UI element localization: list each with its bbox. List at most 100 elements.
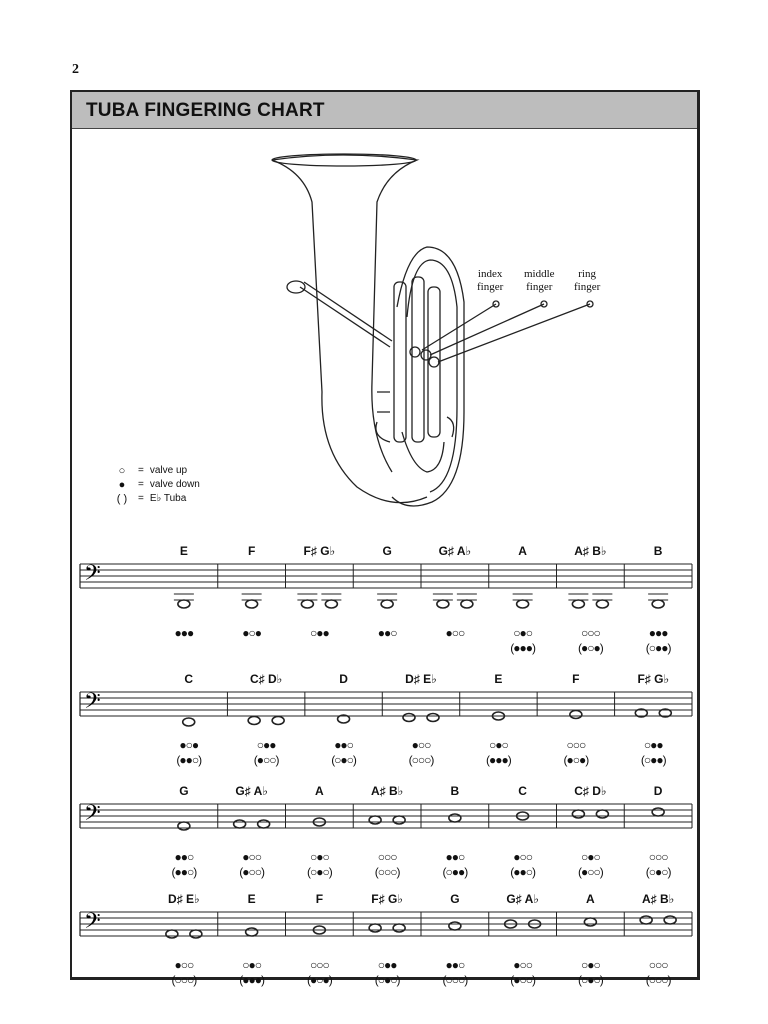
bb-fingering: ●●○ — [445, 850, 466, 864]
fingering: ○○○(○●○) — [645, 850, 672, 880]
whole-note — [595, 599, 610, 609]
fingering: ●○●(●●○) — [176, 738, 202, 768]
eb-fingering: (○●●) — [442, 865, 469, 879]
valve-down-icon: ● — [118, 479, 126, 491]
legend-text: valve down — [149, 479, 200, 490]
whole-note — [503, 919, 518, 929]
note-name: D♯ E♭ — [405, 672, 437, 686]
fingering: ●○○(○○○) — [409, 738, 435, 768]
note-name: F — [247, 544, 256, 558]
whole-note — [571, 809, 586, 819]
eb-fingering: (●○○) — [253, 753, 280, 767]
whole-note — [448, 813, 462, 823]
bb-fingering: ●●○ — [377, 626, 398, 640]
bb-fingering: ○○○ — [648, 850, 669, 864]
staff-lines: 𝄢𝄢𝄢𝄢 — [79, 561, 693, 939]
fingering: ●○○(●○○) — [239, 850, 265, 880]
fingering: ●○○ — [446, 626, 466, 641]
eb-fingering: (●○○) — [578, 865, 604, 879]
legend-eb-tuba: ( ) = E♭ Tuba — [112, 492, 200, 506]
eb-fingering: (●○●) — [307, 973, 333, 987]
whole-note — [312, 925, 327, 935]
bb-fingering: ○●● — [256, 738, 277, 752]
eb-fingering: (●●●) — [510, 641, 536, 655]
middle-finger-line2: finger — [526, 281, 553, 293]
bb-fingering: ●●○ — [445, 958, 466, 972]
legend-valve-down: ● = valve down — [112, 478, 200, 492]
index-finger-line1: index — [477, 268, 503, 280]
eb-fingering: (○○○) — [171, 973, 198, 987]
whole-note — [639, 915, 653, 925]
whole-note — [402, 712, 416, 723]
note-name: D — [653, 784, 663, 798]
note-name: A — [518, 544, 527, 558]
bb-fingering: ●●● — [648, 626, 669, 640]
fingering: ●●○(●●○) — [172, 850, 198, 880]
fingering: ○●●(○●○) — [375, 958, 401, 988]
eb-fingering: (●●●) — [486, 753, 512, 767]
fingering: ○○○(●○●) — [307, 958, 333, 988]
bb-fingering: ●●○ — [174, 850, 195, 864]
eb-fingering: (○●○) — [578, 973, 604, 987]
note-name: A♯ B♭ — [641, 892, 675, 906]
eb-fingering: (○○○) — [442, 973, 469, 987]
parentheses-icon: ( ) — [116, 493, 128, 505]
note-name: E — [247, 892, 256, 906]
index-finger-label: index finger — [477, 268, 503, 294]
whole-note — [515, 811, 530, 821]
fingering: ○●○(●●●) — [486, 738, 512, 768]
fingering: ●○○(●●○) — [510, 850, 536, 880]
whole-note — [651, 599, 665, 609]
note-name: E — [494, 672, 503, 686]
whole-note — [324, 599, 339, 609]
eb-fingering: (○○○) — [645, 973, 672, 987]
whole-note — [491, 711, 506, 721]
fingering: ●●○(○○○) — [442, 958, 469, 988]
note-name: C — [184, 672, 194, 686]
bb-fingering: ○○○ — [310, 958, 330, 972]
fingering: ●●●(○●●) — [646, 626, 672, 656]
whole-note — [177, 599, 191, 609]
note-name: F♯ G♭ — [371, 892, 403, 906]
middle-finger-label: middle finger — [524, 268, 555, 294]
bb-fingering: ○●○ — [310, 850, 330, 864]
note-name: F♯ G♭ — [637, 672, 670, 686]
bb-fingering: ○○○ — [648, 958, 669, 972]
eb-fingering: (○●○) — [645, 865, 672, 879]
note-name: G♯ A♭ — [506, 892, 539, 906]
bb-fingering: ○●○ — [581, 958, 601, 972]
whole-note — [436, 599, 450, 609]
whole-note — [165, 929, 179, 939]
legend-eq: = — [138, 479, 144, 490]
note-name: C♯ D♭ — [574, 784, 607, 798]
bass-clef-icon: 𝄢 — [84, 909, 101, 939]
fingering: ○●● — [310, 626, 330, 641]
fingering: ○●○(●●●) — [239, 958, 265, 988]
eb-fingering: (○●○) — [331, 753, 357, 767]
ring-finger-label: ring finger — [574, 268, 600, 294]
eb-fingering: (○●○) — [307, 865, 333, 879]
whole-note — [460, 599, 474, 609]
eb-fingering: (●●○) — [510, 865, 536, 879]
eb-fingering: (●○●) — [578, 641, 604, 655]
note-name: E — [179, 544, 188, 558]
eb-fingering: (●○○) — [510, 973, 536, 987]
eb-fingering: (●●●) — [239, 973, 265, 987]
whole-note — [583, 917, 598, 927]
page-number: 2 — [72, 62, 79, 77]
fingering: ●○○(●○○) — [510, 958, 536, 988]
valve-up-icon: ○ — [118, 465, 126, 477]
fingering: ○○○(●○●) — [578, 626, 604, 656]
bb-fingering: ○●○ — [242, 958, 262, 972]
note-name: A♯ B♭ — [574, 544, 607, 558]
note-name: B — [450, 784, 460, 798]
legend-text: E♭ Tuba — [149, 493, 187, 504]
whole-note — [300, 599, 315, 609]
whole-note — [244, 927, 259, 937]
eb-fingering: (●○●) — [563, 753, 589, 767]
legend: ○ = valve up ● = valve down ( ) = E♭ Tub… — [112, 464, 200, 506]
ring-finger-line1: ring — [578, 268, 596, 280]
note-name: G♯ A♭ — [235, 784, 268, 798]
whole-note — [392, 815, 406, 825]
whole-note — [595, 809, 610, 819]
